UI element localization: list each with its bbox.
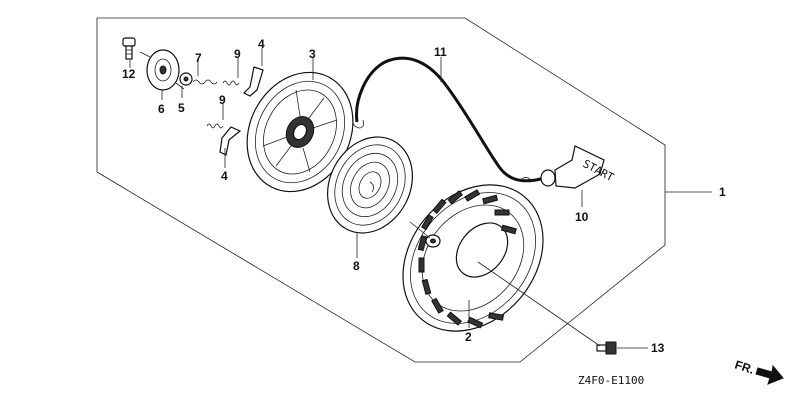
part-11-rope — [355, 56, 546, 183]
assembly-boundary — [96, 17, 666, 363]
part-6-ratchet — [139, 49, 185, 91]
part-7-spring — [192, 79, 218, 85]
part-2-starter-case — [402, 177, 544, 332]
callout-12: 12 — [122, 67, 136, 81]
callout-6: 6 — [158, 102, 165, 116]
part-5-washer — [179, 72, 193, 86]
part-4-plate-upper — [242, 66, 264, 97]
callout-10: 10 — [575, 210, 589, 224]
part-9-spring-upper — [222, 80, 240, 86]
callout-4-upper: 4 — [258, 37, 265, 51]
front-arrow-icon — [755, 364, 784, 385]
part-12-bolt — [122, 37, 136, 60]
direction-label: FR. — [733, 358, 756, 377]
case-vent-slots — [417, 189, 517, 329]
callout-9-upper: 9 — [234, 47, 241, 61]
callout-3: 3 — [309, 47, 316, 61]
callout-1: 1 — [719, 185, 726, 199]
callout-11: 11 — [434, 45, 447, 59]
leader-lines — [129, 48, 712, 349]
drawing-code: Z4F0-E1100 — [578, 374, 644, 387]
callout-4-lower: 4 — [221, 169, 228, 183]
part-10-grip: START — [540, 145, 616, 189]
callout-8: 8 — [353, 259, 360, 273]
callout-5: 5 — [178, 101, 185, 115]
callout-labels: 1 2 3 4 4 5 6 7 8 9 9 10 11 12 13 — [122, 37, 726, 355]
part-8-spiral-spring — [326, 136, 414, 234]
part-9-spring-lower — [206, 123, 224, 129]
part-13-bolt — [596, 341, 617, 355]
front-direction-indicator: FR. — [733, 358, 784, 385]
callout-13: 13 — [651, 341, 665, 355]
callout-9-lower: 9 — [219, 93, 226, 107]
part-4-plate-lower — [219, 126, 242, 156]
callout-7: 7 — [195, 51, 202, 65]
callout-2: 2 — [465, 330, 472, 344]
rope-end-hook — [352, 115, 364, 129]
